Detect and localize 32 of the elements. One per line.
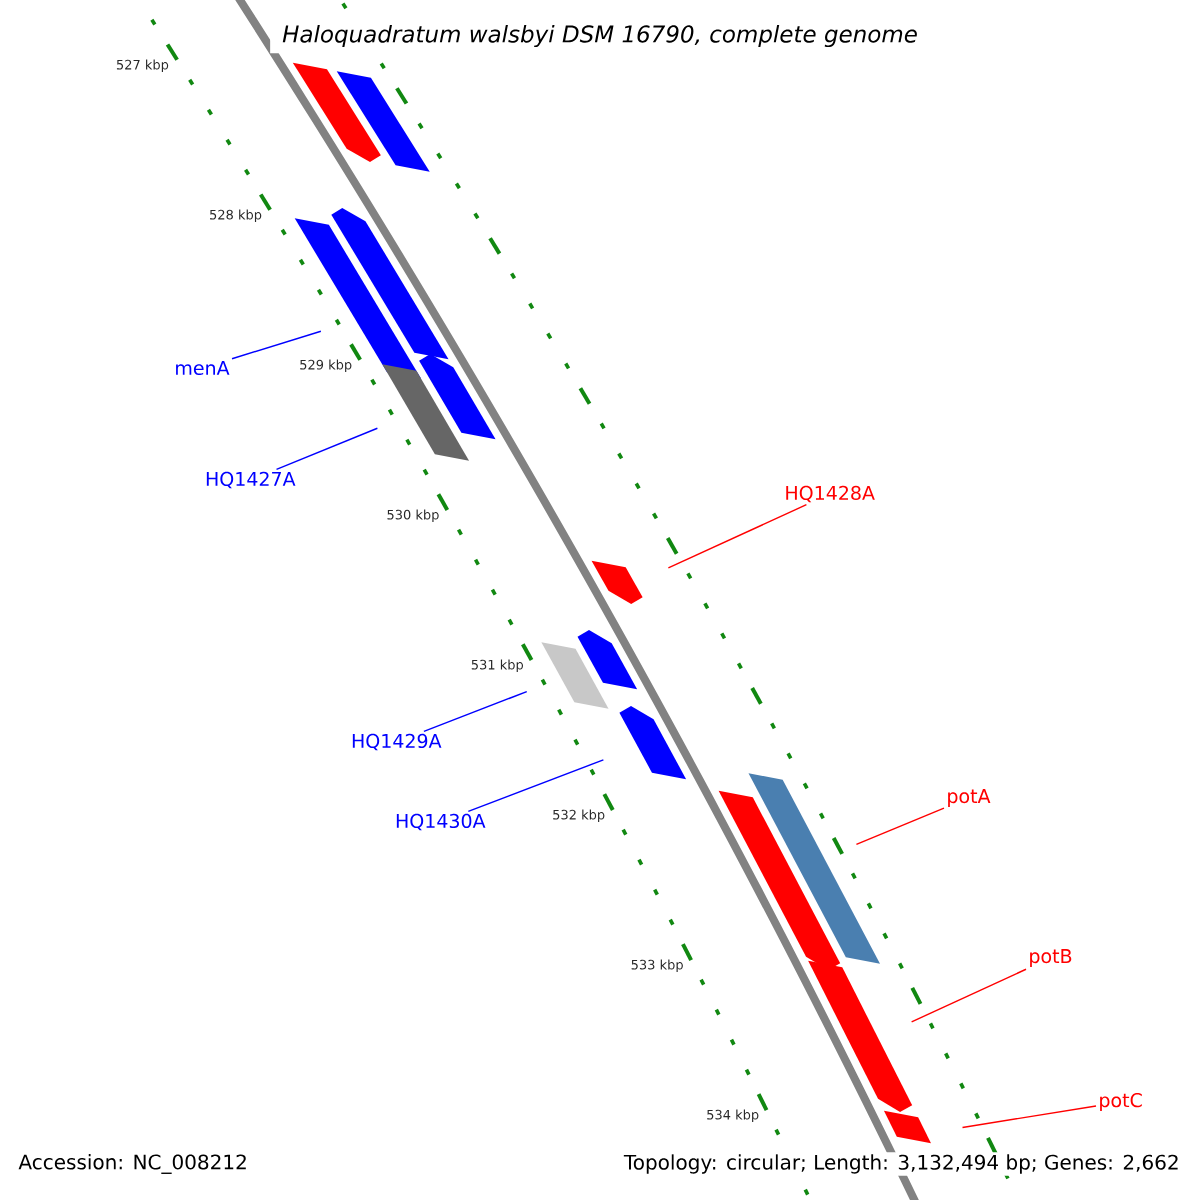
leader-line — [231, 330, 322, 360]
gene-label: potB — [1030, 949, 1072, 967]
gene-label: HQ1429A — [352, 733, 442, 751]
leader-line — [275, 427, 379, 471]
gene-block — [619, 705, 687, 780]
gene-block — [419, 353, 496, 440]
gene-block — [591, 560, 643, 605]
gene-block — [336, 71, 430, 172]
gene-label: menA — [176, 360, 230, 376]
gene-block — [382, 364, 470, 461]
gene-block — [748, 773, 880, 964]
leader-line — [961, 1105, 1097, 1129]
gene-block — [883, 1110, 931, 1144]
leader-line — [855, 807, 945, 846]
leader-line — [910, 968, 1027, 1023]
gene-label: potC — [1100, 1092, 1142, 1112]
gene-label: HQ1428A — [786, 485, 875, 503]
gene-block — [808, 960, 913, 1113]
gene-block — [292, 62, 381, 163]
gene-label: HQ1427A — [206, 471, 296, 489]
gene-label: HQ1430A — [396, 813, 486, 831]
title: Haloquadratum walsbyi DSM 16790, complete genome — [270, 18, 930, 54]
gene-block — [718, 790, 841, 971]
summary-text: Topology: circular; Length: 3,132,494 bp; Genes: 2,662 — [621, 1152, 1182, 1176]
gene-block — [331, 207, 449, 360]
leader-line — [467, 759, 605, 813]
gene-block — [541, 642, 609, 709]
accession-text: Accession: NC_008212 — [16, 1152, 250, 1176]
gene-label: potA — [948, 789, 991, 807]
gene-block — [577, 629, 638, 690]
leader-line — [667, 504, 808, 569]
leader-line — [423, 690, 528, 733]
